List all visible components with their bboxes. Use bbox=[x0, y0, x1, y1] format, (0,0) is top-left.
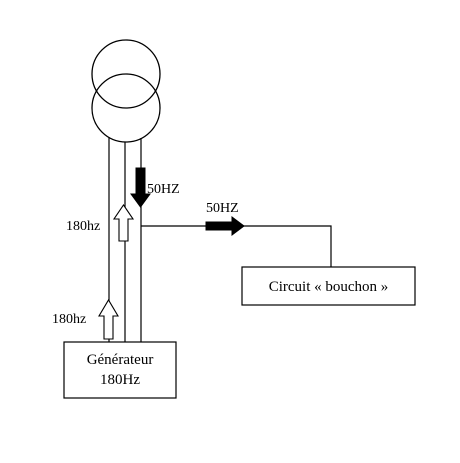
bouchon-box-frame bbox=[241, 266, 416, 306]
wire-branch-to-bouchon bbox=[141, 225, 332, 267]
transformer-primary-coil bbox=[91, 39, 161, 109]
generator-box-frame bbox=[63, 341, 177, 399]
wires bbox=[108, 137, 332, 342]
bouchon-box-label: Circuit « bouchon » bbox=[269, 279, 389, 295]
arrow-50hz-right bbox=[205, 216, 245, 236]
generator-label-line1: Générateur bbox=[87, 352, 154, 368]
filled-arrow-icon bbox=[130, 167, 151, 208]
label-180hz-lower: 180hz bbox=[52, 312, 86, 327]
bouchon-circuit-box: Circuit « bouchon » bbox=[241, 266, 416, 306]
arrow-180hz-upper bbox=[112, 204, 135, 242]
label-180hz-upper: 180hz bbox=[66, 219, 100, 234]
generator-label-line2: 180Hz bbox=[100, 372, 140, 388]
transformer-secondary-coil bbox=[91, 73, 161, 143]
label-50hz-right: 50HZ bbox=[206, 201, 239, 216]
arrow-50hz-down bbox=[130, 167, 151, 208]
hollow-arrow-icon bbox=[112, 204, 135, 242]
filled-arrow-icon bbox=[205, 216, 245, 236]
generator-box: Générateur 180Hz bbox=[63, 341, 177, 399]
transformer-icon bbox=[91, 39, 161, 143]
hollow-arrow-icon bbox=[98, 298, 119, 340]
label-50hz-down: 50HZ bbox=[147, 182, 180, 197]
arrow-180hz-lower bbox=[98, 298, 119, 340]
